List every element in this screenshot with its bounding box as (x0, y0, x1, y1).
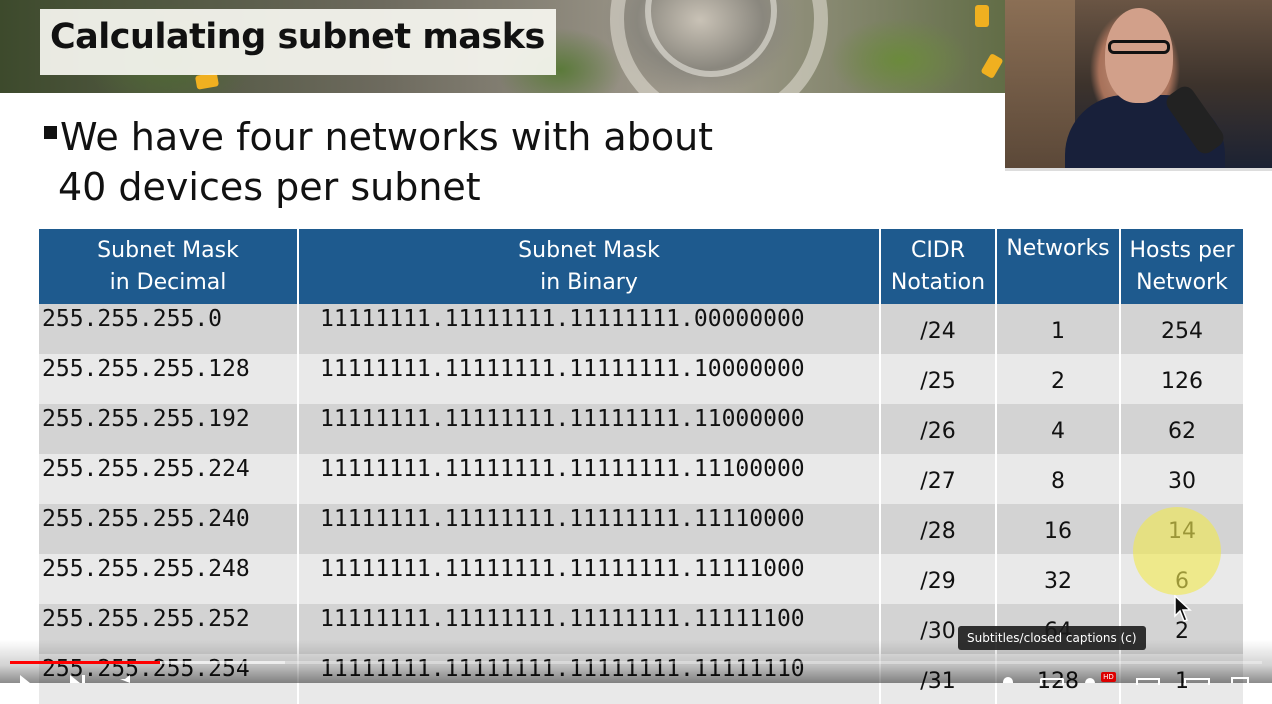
cell-binary: 11111111.11111111.11111111.11100000 (298, 454, 881, 504)
cell-networks: 1 (996, 304, 1121, 354)
presenter-webcam (1005, 0, 1272, 171)
table-row: 255.255.255.192 11111111.11111111.111111… (39, 404, 1243, 454)
cell-binary: 11111111.11111111.11111111.11000000 (298, 404, 881, 454)
cell-hosts: 126 (1120, 354, 1243, 404)
cell-networks: 4 (996, 404, 1121, 454)
cell-networks: 32 (996, 554, 1121, 604)
cell-binary: 11111111.11111111.11111111.11110000 (298, 504, 881, 554)
cell-networks: 8 (996, 454, 1121, 504)
cell-cidr: /27 (880, 454, 997, 504)
cell-hosts: 30 (1120, 454, 1243, 504)
cell-networks: 16 (996, 504, 1121, 554)
bullet-text-line-2: 40 devices per subnet (58, 165, 481, 209)
cell-binary: 11111111.11111111.11111111.11111100 (298, 604, 881, 654)
cell-hosts: 254 (1120, 304, 1243, 354)
next-icon[interactable] (68, 675, 88, 683)
hd-badge: HD (1101, 672, 1116, 682)
table-row: 255.255.255.0 11111111.11111111.11111111… (39, 304, 1243, 354)
cell-cidr: /24 (880, 304, 997, 354)
cell-cidr: /25 (880, 354, 997, 404)
captions-tooltip: Subtitles/closed captions (c) (958, 626, 1146, 650)
autoplay-toggle-icon[interactable] (1003, 677, 1013, 683)
play-icon[interactable] (18, 675, 32, 683)
table-row: 255.255.255.224 11111111.11111111.111111… (39, 454, 1243, 504)
fullscreen-icon[interactable] (1231, 677, 1249, 683)
settings-gear-icon[interactable] (1085, 678, 1095, 683)
cell-cidr: /26 (880, 404, 997, 454)
slide-title: Calculating subnet masks (50, 17, 545, 57)
cell-decimal: 255.255.255.192 (39, 404, 299, 454)
cell-decimal: 255.255.255.240 (39, 504, 299, 554)
cell-cidr: /28 (880, 504, 997, 554)
captions-icon[interactable] (1040, 678, 1064, 685)
cell-networks: 2 (996, 354, 1121, 404)
table-row: 255.255.255.248 11111111.11111111.111111… (39, 554, 1243, 604)
progress-played (10, 661, 161, 664)
cursor-highlight (1133, 507, 1221, 595)
slide-title-box (40, 9, 556, 75)
bullet-text-line-1: We have four networks with about (60, 115, 714, 159)
theater-mode-icon[interactable] (1184, 678, 1210, 685)
header-networks: Networks (996, 229, 1121, 304)
bullet-text: We have four networks with about 40 devi… (58, 112, 820, 212)
bullet-marker (44, 126, 57, 139)
cell-decimal: 255.255.255.252 (39, 604, 299, 654)
miniplayer-icon[interactable] (1136, 678, 1160, 685)
cell-hosts: 62 (1120, 404, 1243, 454)
mouse-pointer-icon (1174, 595, 1192, 622)
cell-decimal: 255.255.255.224 (39, 454, 299, 504)
table-row: 255.255.255.240 11111111.11111111.111111… (39, 504, 1243, 554)
cell-decimal: 255.255.255.0 (39, 304, 299, 354)
volume-icon[interactable] (118, 675, 138, 683)
progress-bar[interactable] (10, 661, 1262, 664)
cell-decimal: 255.255.255.248 (39, 554, 299, 604)
cell-cidr: /29 (880, 554, 997, 604)
cell-binary: 11111111.11111111.11111111.10000000 (298, 354, 881, 404)
cell-binary: 11111111.11111111.11111111.00000000 (298, 304, 881, 354)
cell-decimal: 255.255.255.128 (39, 354, 299, 404)
table-row: 255.255.255.128 11111111.11111111.111111… (39, 354, 1243, 404)
cell-binary: 11111111.11111111.11111111.11111000 (298, 554, 881, 604)
